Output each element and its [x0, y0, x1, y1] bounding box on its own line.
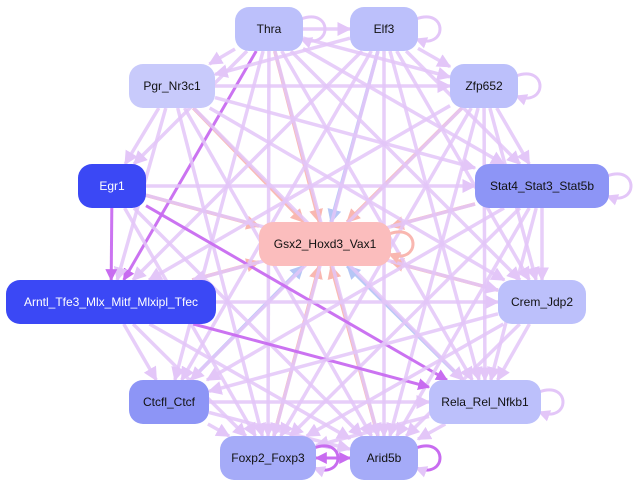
node-crem-jdp2[interactable]: Crem_Jdp2 [498, 280, 586, 324]
edge-rela-arid [416, 422, 447, 441]
edge-pgr-stat [214, 95, 477, 172]
node-elf3[interactable]: Elf3 [350, 7, 418, 51]
self-loop-zfp [514, 72, 542, 106]
edge-elf3-pgr [213, 36, 351, 78]
edge-pgr-crem [208, 106, 506, 282]
self-loop-arid [414, 444, 442, 478]
edge-pgr-arid [183, 107, 373, 438]
edge-stat-ctcfl [205, 206, 505, 382]
edge-thra-rela [280, 50, 474, 382]
self-loop-stat [605, 172, 633, 206]
node-thra[interactable]: Thra [235, 7, 303, 51]
node-pgr-nr3c1[interactable]: Pgr_Nr3c1 [129, 64, 215, 108]
edge-stat-foxp2 [288, 206, 522, 438]
edge-arntl-ctcfl [122, 323, 158, 382]
edge-egr1-arid [132, 206, 364, 438]
edge-elf3-arntl [131, 49, 364, 282]
edge-egr1-rela [145, 204, 449, 382]
edge-elf3-zfp [417, 46, 452, 69]
edge-thra-pgr [208, 47, 236, 66]
edge-egr1-arntl [105, 207, 118, 282]
edge-ctcfl-foxp2 [207, 422, 231, 438]
edge-zfp-arntl [147, 104, 451, 282]
self-loop-thra [299, 15, 327, 49]
edge-elf3-ctcfl [180, 50, 373, 382]
edge-crem-foxp2 [305, 322, 505, 438]
node-stat4-stat3-stat5b[interactable]: Stat4_Stat3_Stat5b [475, 164, 609, 208]
edge-rela-foxp2 [314, 414, 430, 450]
node-ctcfl-ctcf[interactable]: Ctcfl_Ctcf [129, 380, 209, 424]
self-loop-foxp2 [312, 444, 340, 478]
edge-pgr-egr1 [123, 107, 161, 166]
self-loop-gsx2 [387, 230, 415, 264]
self-loop-rela [537, 388, 565, 422]
node-zfp652[interactable]: Zfp652 [450, 64, 518, 108]
node-arid5b[interactable]: Arid5b [350, 436, 418, 480]
node-foxp2-foxp3[interactable]: Foxp2_Foxp3 [220, 436, 316, 480]
edge-crem-ctcfl [207, 312, 499, 395]
edge-arntl-rela [192, 322, 431, 391]
node-gsx2-hoxd3-vax1[interactable]: Gsx2_Hoxd3_Vax1 [259, 222, 391, 266]
edge-zfp-foxp2 [279, 107, 473, 438]
edge-crem-rela [496, 323, 531, 382]
self-loop-elf3 [414, 15, 442, 49]
node-arntl-tfe3-mlx-mitf-mlxipl-tfec[interactable]: Arntl_Tfe3_Mlx_Mitf_Mlxipl_Tfec [6, 280, 216, 324]
edge-zfp-stat [495, 107, 531, 166]
node-rela-rel-nfkb1[interactable]: Rela_Rel_Nfkb1 [429, 380, 541, 424]
node-egr1[interactable]: Egr1 [78, 164, 146, 208]
